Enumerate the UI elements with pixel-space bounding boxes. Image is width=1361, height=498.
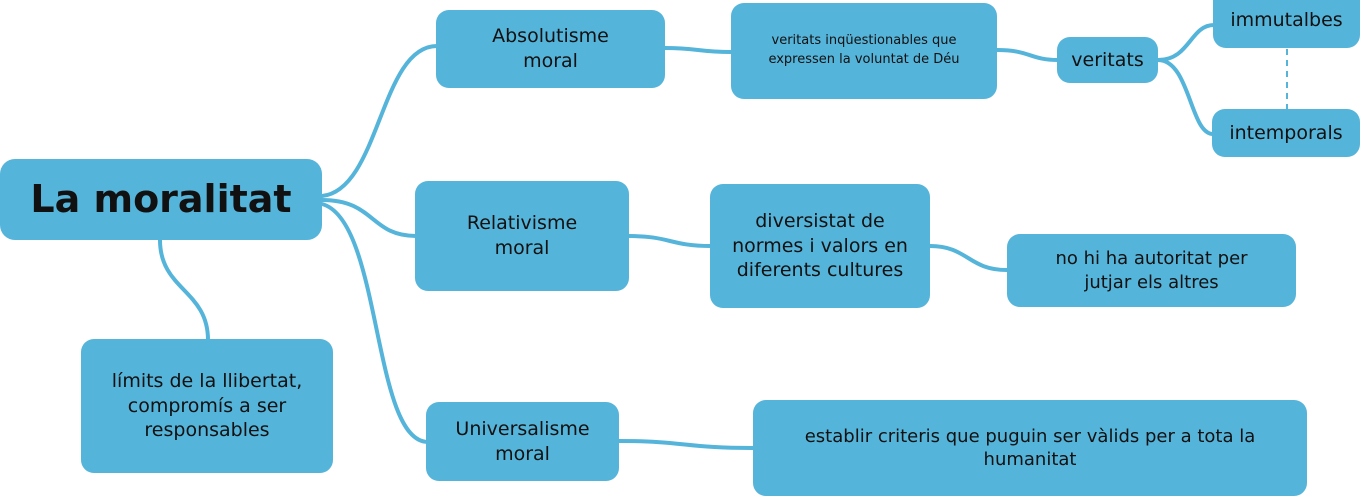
link-relativisme-diversitat bbox=[627, 234, 713, 248]
criteris-node-label: establir criteris que puguin ser vàlids … bbox=[804, 425, 1256, 470]
universalisme-node-label: Universalisme moral bbox=[455, 417, 590, 465]
intemporals-node: intemporals bbox=[1212, 109, 1360, 157]
diversitat-node-label: diversistat de normes i valors en difere… bbox=[732, 209, 908, 282]
intemporals-node-label: intemporals bbox=[1229, 121, 1343, 144]
immutables-node-label: immutalbes bbox=[1230, 8, 1343, 31]
link-root-limits bbox=[158, 238, 210, 342]
root-node: La moralitat bbox=[0, 159, 322, 240]
absolutisme-node-label: Absolutisme moral bbox=[492, 25, 609, 72]
autoritat-node: no hi ha autoritat per jutjar els altres bbox=[1007, 234, 1296, 307]
diversitat-node: diversistat de normes i valors en difere… bbox=[710, 184, 930, 308]
link-root-absolutisme bbox=[320, 44, 439, 198]
absolutisme-node: Absolutisme moral bbox=[436, 10, 665, 88]
link-diversitat-autoritat bbox=[928, 244, 1009, 272]
limits-node: límits de la llibertat, compromís a ser … bbox=[81, 339, 333, 473]
link-veritats-desc-veritats bbox=[995, 48, 1060, 62]
link-root-relativisme bbox=[320, 198, 418, 238]
link-veritats-intemporals bbox=[1156, 58, 1215, 136]
veritats-node: veritats bbox=[1057, 37, 1158, 83]
link-absolutisme-veritats-desc bbox=[663, 46, 733, 54]
limits-node-label: límits de la llibertat, compromís a ser … bbox=[111, 369, 303, 442]
autoritat-node-label: no hi ha autoritat per jutjar els altres bbox=[1055, 248, 1248, 293]
relativisme-node-label: Relativisme moral bbox=[466, 212, 578, 259]
link-universalisme-criteris bbox=[617, 439, 755, 450]
immutables-node: immutalbes bbox=[1213, 0, 1360, 48]
veritats-desc-node: veritats inqüestionables que expressen l… bbox=[731, 3, 997, 99]
link-veritats-immutables bbox=[1156, 23, 1216, 62]
link-root-universalisme bbox=[320, 202, 430, 444]
veritats-desc-node-label: veritats inqüestionables que expressen l… bbox=[768, 33, 960, 67]
veritats-node-label: veritats bbox=[1071, 48, 1144, 71]
root-node-label: La moralitat bbox=[30, 176, 292, 221]
universalisme-node: Universalisme moral bbox=[426, 402, 619, 481]
criteris-node: establir criteris que puguin ser vàlids … bbox=[753, 400, 1307, 496]
relativisme-node: Relativisme moral bbox=[415, 181, 629, 291]
